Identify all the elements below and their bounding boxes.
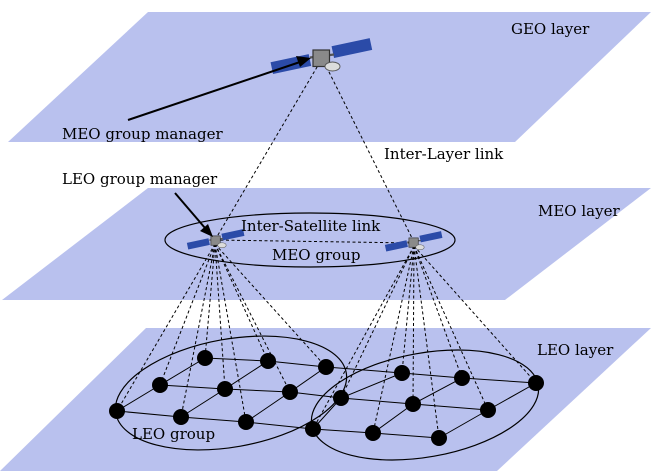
leo-node [217,381,233,397]
leo-node [394,365,410,381]
leo-node [282,384,298,400]
leo-node [405,396,421,412]
leo-node [454,370,470,386]
leo-layer-plane [0,328,651,471]
leo-manager-arrow [174,192,206,229]
geo-layer-label: GEO layer [511,20,590,38]
leo-manager-arrowhead [200,224,213,237]
leo-node [152,377,168,393]
inter-satellite-link-line [214,239,415,244]
leo-node [109,403,125,419]
meo-manager-arrow [127,61,301,121]
leo-node [305,421,321,437]
geo-layer-plane [8,12,651,142]
leo-node [173,409,189,425]
leo-node [431,430,447,446]
leo-group-manager-label: LEO group manager [62,170,218,188]
leo-node [238,414,254,430]
leo-group-label: LEO group [132,425,215,443]
meo-layer-plane [2,188,651,300]
meo-layer-label: MEO layer [538,202,620,220]
inter-layer-link-label: Inter-Layer link [384,145,504,163]
leo-node [333,390,349,406]
meo-group-ellipse [164,212,456,268]
leo-node [318,359,334,375]
leo-nodes [109,350,544,446]
leo-node [480,402,496,418]
inter-satellite-link-label: Inter-Satellite link [241,217,381,235]
meo-manager-arrowhead [296,56,311,67]
meo-group-manager-label: MEO group manager [62,125,223,143]
pointer-arrows [127,56,311,237]
meo-group-label: MEO group [272,246,360,264]
leo-node [260,353,276,369]
leo-node [528,375,544,391]
leo-node [197,350,213,366]
leo-node [365,425,381,441]
inter-layer-links-geo [214,61,415,243]
leo-layer-label: LEO layer [537,341,614,359]
